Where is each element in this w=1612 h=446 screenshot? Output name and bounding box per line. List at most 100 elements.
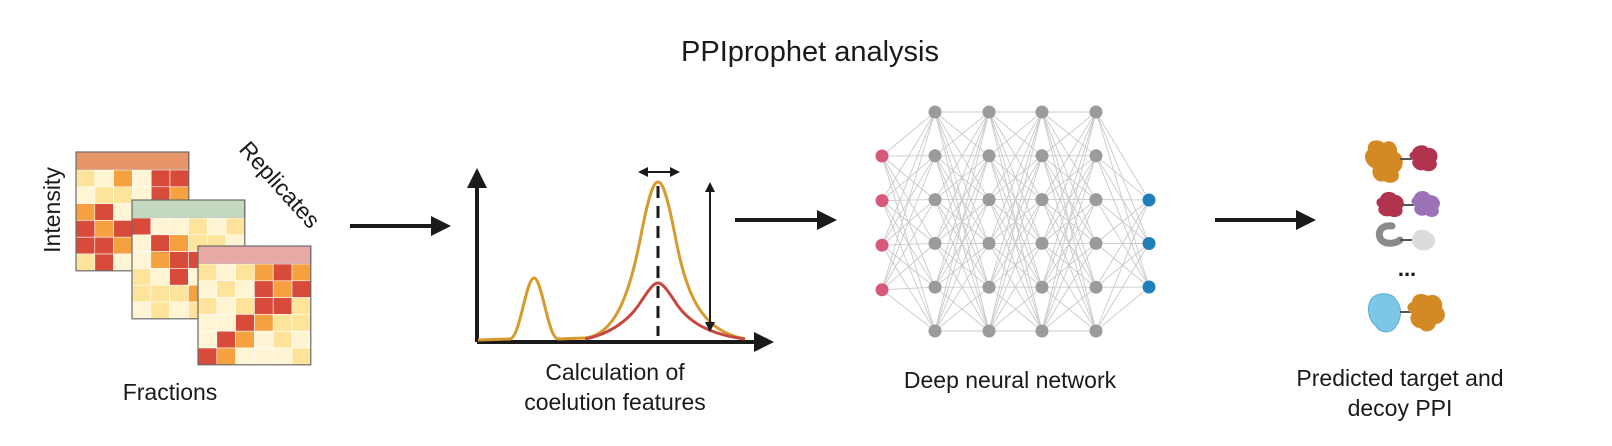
network-edge — [1041, 111, 1097, 244]
predicted-label-line2: decoy PPI — [1347, 394, 1453, 421]
hidden-node — [1035, 193, 1049, 207]
heatmap-cell — [75, 203, 96, 221]
heatmap-header — [197, 245, 312, 265]
network-edge — [988, 111, 1043, 332]
heatmap-cell — [291, 330, 312, 349]
hidden-node — [1035, 236, 1049, 250]
heatmap-cell — [94, 169, 114, 188]
predicted-label-line1: Predicted target and — [1296, 365, 1504, 391]
network-edge — [934, 286, 990, 332]
hidden-node — [982, 280, 996, 294]
network-edge — [934, 111, 990, 332]
hidden-node — [928, 149, 942, 163]
hidden-node — [1035, 280, 1049, 294]
heatmap-cell — [131, 268, 152, 286]
protein-crimson-icon — [1376, 191, 1404, 218]
input-node — [875, 238, 889, 252]
heatmap-cell — [169, 217, 189, 236]
network-edge — [1095, 111, 1150, 201]
hidden-node — [928, 236, 942, 250]
heatmap-cell — [254, 280, 274, 298]
protein-orange-icon — [1365, 140, 1403, 183]
heatmap-cell — [272, 330, 293, 349]
heatmap-cell — [216, 280, 236, 298]
heatmap-cell — [291, 314, 312, 332]
network-label: Deep neural network — [903, 367, 1117, 393]
heatmap-cell — [254, 347, 274, 366]
hidden-node — [982, 324, 996, 338]
heatmap-cell — [169, 251, 189, 269]
network-edge — [1041, 243, 1097, 332]
elution-curve-red — [584, 281, 746, 341]
network-edge — [881, 289, 936, 332]
network-nodes — [875, 105, 1156, 338]
network-edge — [881, 111, 936, 157]
heatmap-cell — [291, 297, 312, 315]
network-edge — [934, 111, 990, 157]
network-edge — [1095, 155, 1150, 201]
heatmap-cell — [216, 263, 236, 282]
heatmap-cell — [272, 347, 293, 366]
heatmap-cell — [272, 314, 293, 332]
heatmap-cell — [94, 186, 114, 204]
heatmap-cell — [254, 263, 274, 282]
network-edge — [881, 111, 936, 246]
coelution-chart — [467, 167, 774, 352]
ppi-pair-4 — [1368, 293, 1445, 333]
hidden-node — [1035, 149, 1049, 163]
heatmap-cell — [113, 169, 133, 188]
heatmap-cell — [150, 284, 170, 303]
heatmap-cell — [150, 217, 170, 236]
network-edge — [1095, 199, 1150, 332]
network-edge — [881, 111, 936, 201]
hidden-node — [982, 149, 996, 163]
heatmap-cell — [150, 234, 170, 252]
heatmap-cell — [75, 253, 96, 272]
network-edge — [988, 111, 1043, 288]
input-node — [875, 283, 889, 297]
hidden-node — [1089, 105, 1103, 119]
network-edge — [988, 155, 1043, 332]
hidden-node — [928, 105, 942, 119]
heatmap-cell — [197, 263, 218, 282]
heatmap-cell — [291, 347, 312, 366]
coelution-label-line1: Calculation of — [545, 359, 685, 385]
heatmap-cell — [150, 169, 171, 188]
network-edge — [1041, 111, 1097, 200]
heatmap-cell — [113, 186, 133, 204]
heatmap-cell — [272, 280, 293, 298]
ppi-pair-1 — [1365, 140, 1438, 183]
heatmap-cell — [197, 297, 218, 315]
heatmap-cell — [169, 169, 190, 188]
protein-cyan-icon — [1368, 293, 1401, 333]
heatmap-cell — [169, 268, 189, 286]
input-node — [875, 149, 889, 163]
heatmap-cell — [169, 284, 189, 303]
heatmap-cell — [113, 253, 133, 272]
heatmap-cell — [216, 347, 236, 366]
network-edge — [881, 243, 936, 291]
network-edge — [988, 286, 1043, 332]
heatmap-cell — [94, 203, 114, 221]
network-edge — [1095, 199, 1150, 288]
heatmap-cell — [235, 347, 255, 366]
coelution-label: Calculation of coelution features — [490, 358, 740, 418]
heatmap-cell — [113, 236, 133, 255]
heatmap-cell — [272, 263, 293, 282]
heatmap-cell — [235, 330, 255, 349]
heatmap-cell — [94, 220, 114, 238]
network-edges — [881, 111, 1150, 332]
heatmap-cell — [235, 280, 255, 298]
heatmap-cell — [254, 297, 274, 315]
network-edge — [1041, 286, 1097, 332]
heatmap-cell — [150, 268, 170, 286]
heatmap-cell — [272, 297, 293, 315]
network-edge — [934, 111, 990, 244]
network-edge — [1095, 286, 1150, 332]
heatmap-cell — [235, 263, 255, 282]
ppi-pair-2 — [1376, 191, 1441, 218]
heatmap-border — [197, 245, 312, 366]
hidden-node — [1089, 149, 1103, 163]
heatmap-cell — [113, 220, 133, 238]
neural-network — [875, 105, 1156, 338]
